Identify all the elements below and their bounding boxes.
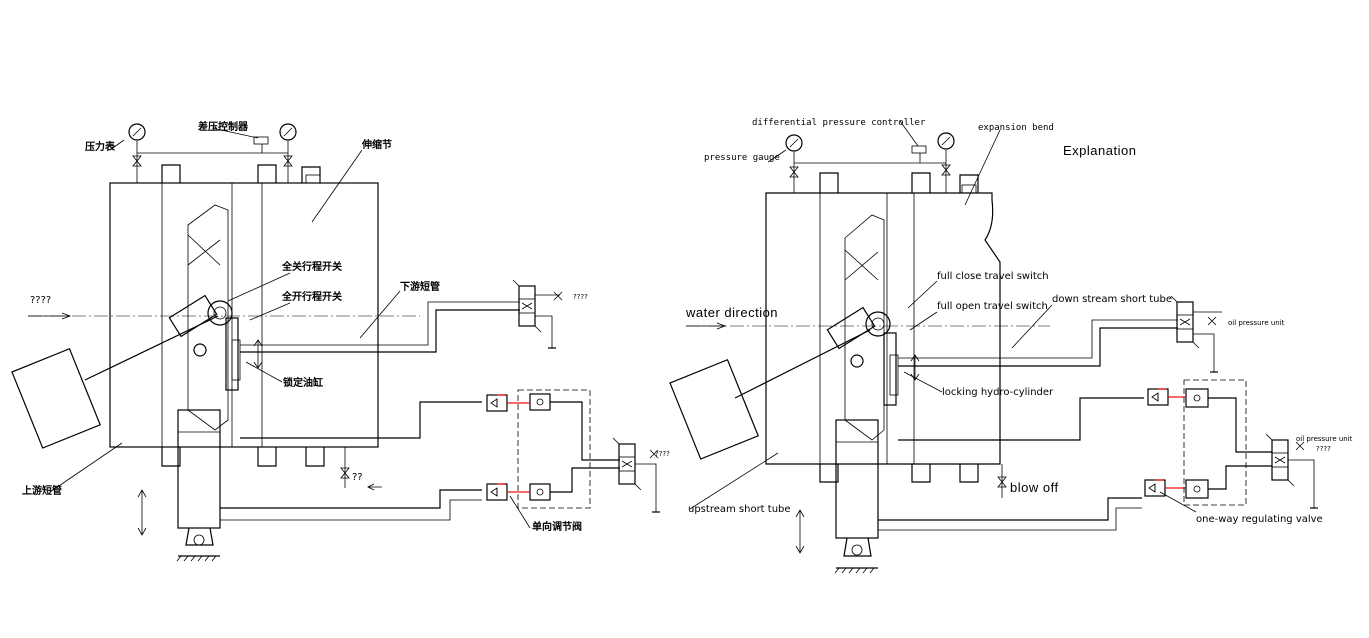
right-downstream-tube-label: down stream short tube [1052, 294, 1172, 305]
left-hydraulic-lines [220, 279, 660, 521]
right-title: Explanation [1063, 143, 1136, 158]
right-hydraulic-lines [878, 295, 1318, 531]
right-water-direction-label: water direction [685, 305, 778, 320]
right-oil-unit-bottom-label-2: ???? [1316, 445, 1331, 453]
right-blow-off-label: blow off [1010, 480, 1059, 495]
left-blow-off-label: ?? [352, 472, 363, 483]
left-top-instruments [128, 123, 297, 183]
left-flow-arrow [28, 312, 72, 320]
left-oil-unit-bottom-label: ???? [655, 450, 670, 458]
right-top-instruments [785, 132, 955, 193]
left-oil-unit-top-label: ???? [573, 293, 588, 301]
right-flow-arrow [686, 322, 727, 330]
left-full-open-switch-label: 全开行程开关 [281, 290, 342, 303]
right-valve-body [669, 172, 1001, 574]
right-expansion-bend-label: expansion bend [978, 123, 1054, 133]
right-diff-controller-label: differential pressure controller [752, 118, 926, 128]
left-oneway-valve-label: 单向调节阀 [532, 520, 582, 533]
left-upstream-tube-label: 上游短管 [22, 484, 62, 497]
left-expansion-joint-label: 伸缩节 [361, 138, 392, 151]
right-locking-cylinder-label: locking hydro-cylinder [942, 387, 1054, 398]
left-flow-label: ???? [30, 295, 51, 306]
left-valve-body [11, 164, 379, 562]
right-upstream-tube-label: upstream short tube [688, 504, 791, 515]
right-oil-unit-top-label: oil pressure unit [1228, 319, 1285, 327]
left-full-close-switch-label: 全关行程开关 [281, 260, 342, 273]
left-pressure-gauge-label: 压力表 [85, 140, 116, 153]
left-diff-controller-label: 差压控制器 [198, 120, 249, 133]
right-blow-off [997, 464, 1007, 498]
right-oil-unit-bottom-label: oil pressure unit [1296, 435, 1353, 443]
left-leaders [49, 127, 531, 529]
left-diagram: ???? 压力表 差压控制器 伸缩节 全关行程开关 全开行程开关 下游短管 锁定… [11, 120, 670, 562]
right-diagram: Explanation differential pressure contro… [669, 118, 1353, 574]
left-downstream-tube-label: 下游短管 [400, 280, 440, 293]
left-locking-cylinder-label: 锁定油缸 [283, 376, 323, 389]
left-blow-off [340, 447, 382, 491]
right-pressure-gauge-label: pressure gauge [704, 153, 780, 163]
right-leaders [689, 120, 1197, 513]
right-oneway-valve-label: one-way regulating valve [1196, 514, 1323, 525]
right-full-close-switch-label: full close travel switch [937, 271, 1049, 282]
right-full-open-switch-label: full open travel switch [937, 301, 1048, 312]
